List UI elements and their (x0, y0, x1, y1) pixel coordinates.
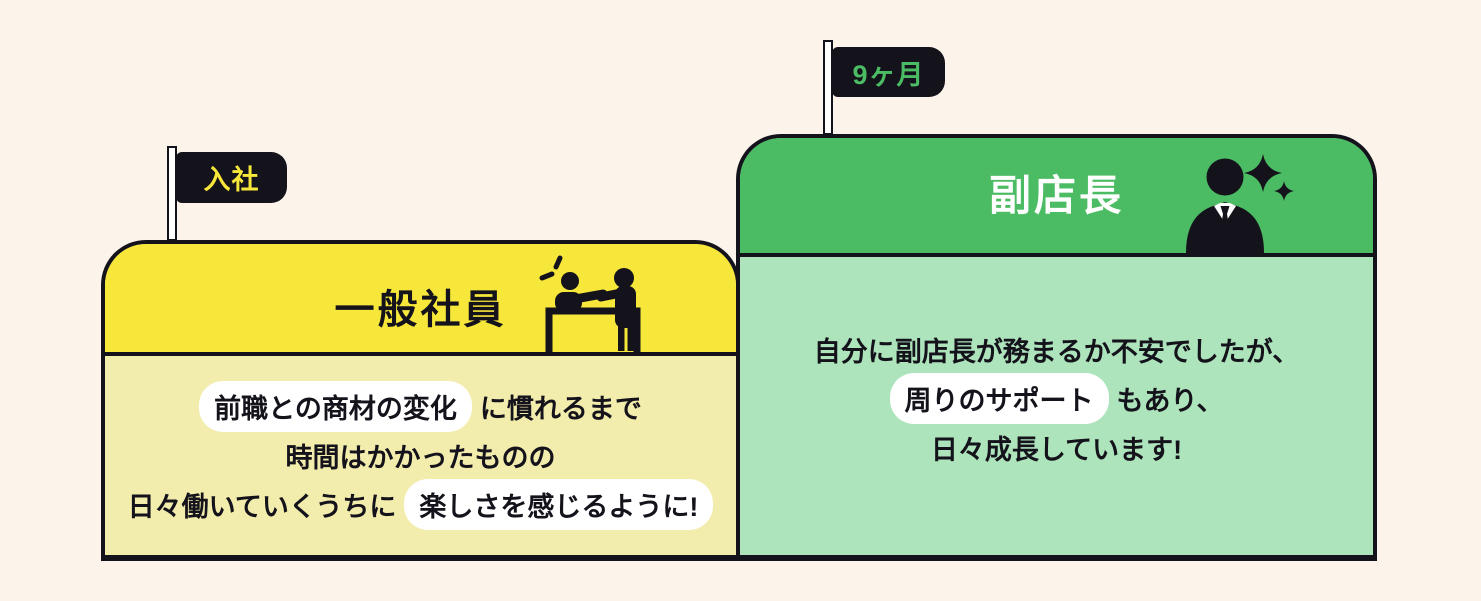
body-line: 日々成長しています! (931, 423, 1182, 472)
step-header: 一般社員 (105, 244, 736, 356)
plain-text: 日々働いていくうちに (127, 492, 397, 522)
step-description: 自分に副店長が務まるか不安でしたが、周りのサポートもあり、日々成長しています! (740, 257, 1373, 555)
milestone-flag: 入社 (176, 152, 287, 203)
plain-text: 日々成長しています! (930, 434, 1183, 465)
body-line: 前職との商材の変化に慣れるまで (199, 381, 642, 432)
highlighted-text: 周りのサポート (889, 372, 1109, 424)
career-step-card: 副店長 自分に副店長が務まるか不安でしたが、周りのサポートもあり、日々成長してい… (736, 134, 1377, 561)
highlighted-text: 楽しさを感じるように! (404, 479, 714, 530)
body-line: 自分に副店長が務まるか不安でしたが、 (814, 325, 1299, 374)
businessman-sparkles-icon (1186, 154, 1294, 253)
step-title: 一般社員 (334, 288, 507, 332)
plain-text: 自分に副店長が務まるか不安でしたが、 (813, 336, 1300, 367)
body-line: 日々働いていくうちに楽しさを感じるように! (127, 479, 714, 530)
milestone-flag: 9ヶ月 (832, 47, 945, 97)
step-title: 副店長 (988, 171, 1124, 219)
body-line: 周りのサポートもあり、 (889, 372, 1224, 424)
body-line: 時間はかかったものの (286, 431, 556, 480)
milestone-flag-label: 9ヶ月 (852, 59, 925, 90)
plain-text: もあり、 (1116, 385, 1224, 416)
handshake-desk-icon (539, 255, 641, 352)
highlighted-text: 前職との商材の変化 (199, 381, 472, 432)
step-header: 副店長 (740, 138, 1373, 257)
plain-text: 時間はかかったものの (285, 443, 556, 473)
career-step-card: 一般社員 前職との商材の変化に慣れるまで時間はかかったものの日々働 (101, 240, 740, 561)
step-description: 前職との商材の変化に慣れるまで時間はかかったものの日々働いていくうちに楽しさを感… (105, 356, 736, 555)
milestone-flag-label: 入社 (203, 165, 260, 195)
plain-text: に慣れるまで (479, 394, 642, 424)
